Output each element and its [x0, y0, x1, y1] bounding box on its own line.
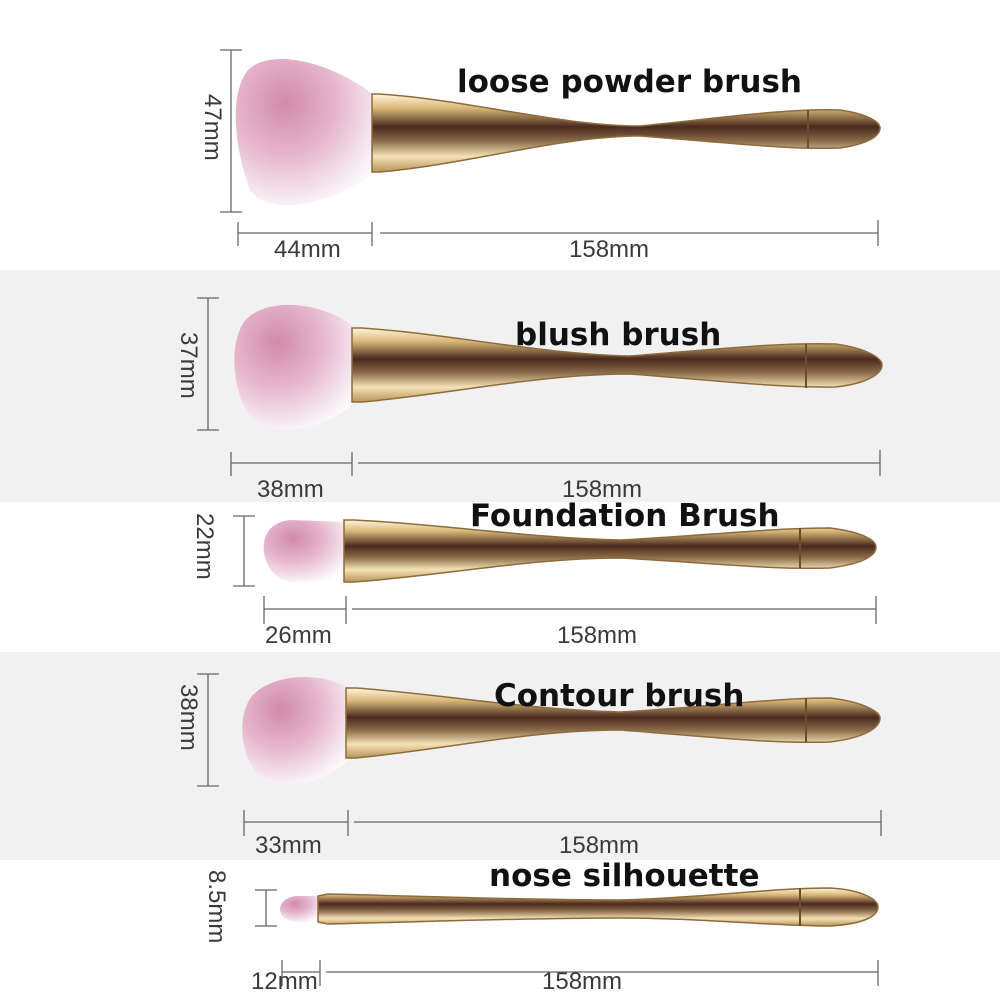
- head-length-label: 26mm: [265, 622, 332, 649]
- brush-row-loose-powder: loose powder brush 47mm 44mm 158mm: [0, 0, 1000, 270]
- handle-length-label: 158mm: [542, 968, 623, 995]
- head-length-label: 44mm: [274, 236, 341, 263]
- head-height-label: 22mm: [191, 513, 218, 580]
- head-height-label: 8.5mm: [203, 870, 230, 944]
- head-length-label: 38mm: [257, 476, 324, 503]
- brush-name-label: blush brush: [515, 317, 722, 353]
- brush-row-contour: Contour brush 38mm 33mm 158mm: [0, 652, 1000, 860]
- handle-length-label: 158mm: [562, 476, 643, 503]
- blush-brush-illustration: [197, 297, 883, 476]
- brush-name-label: loose powder brush: [457, 64, 802, 100]
- brush-name-label: nose silhouette: [489, 858, 760, 894]
- handle-length-label: 158mm: [569, 236, 650, 263]
- loose-powder-brush-illustration: [220, 49, 881, 246]
- background-band-4: [0, 652, 1000, 860]
- head-height-label: 37mm: [175, 332, 202, 399]
- head-height-label: 38mm: [175, 684, 202, 751]
- handle-length-label: 158mm: [557, 622, 638, 649]
- head-height-label: 47mm: [199, 94, 226, 161]
- brush-row-nose-silhouette: nose silhouette 8.5mm 12mm 158mm: [0, 858, 1000, 1000]
- background-band-3: [0, 502, 1000, 652]
- handle-length-label: 158mm: [559, 832, 640, 859]
- brush-name-label: Foundation Brush: [470, 498, 780, 534]
- background-band-5: [0, 860, 1000, 1000]
- nose-silhouette-brush-illustration: [255, 887, 879, 986]
- brush-name-label: Contour brush: [494, 678, 745, 714]
- contour-brush-illustration: [197, 673, 882, 836]
- brush-row-blush: blush brush 37mm 38mm 158mm: [0, 270, 1000, 503]
- head-length-label: 12mm: [251, 968, 318, 995]
- foundation-brush-illustration: [233, 515, 877, 624]
- brush-row-foundation: Foundation Brush 22mm 26mm 158mm: [0, 498, 1000, 652]
- head-length-label: 33mm: [255, 832, 322, 859]
